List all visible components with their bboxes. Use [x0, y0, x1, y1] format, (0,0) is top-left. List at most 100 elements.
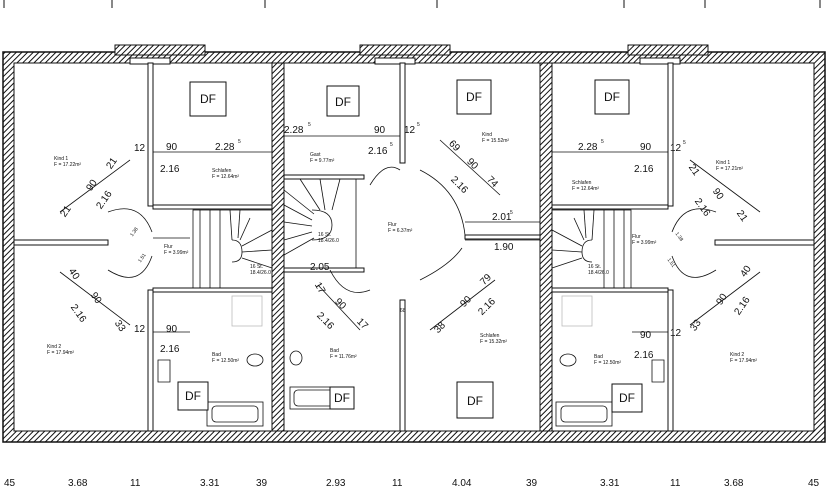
df-label: DF [185, 389, 201, 403]
df-box [594, 79, 630, 115]
room-labels: Kind 1 F = 17.22m² Kind 2 F = 17.94m² Sc… [47, 132, 757, 366]
bath-fixtures [157, 295, 665, 427]
bottom-dim: 3.68 [68, 478, 88, 488]
room-area: F = 6.37m² [388, 228, 413, 234]
df-label: DF [200, 92, 216, 106]
dimension-lines [59, 135, 761, 333]
room-name: Schlafen [572, 180, 592, 186]
room-area: F = 12.50m² [594, 360, 621, 366]
df-box [456, 381, 494, 419]
bottom-dim: 3.31 [200, 478, 220, 488]
stair-labels: 16 St. 18.4/26.0 16 St. 18.4/26.0 16 St.… [250, 232, 609, 276]
room-area: F = 17.21m² [716, 166, 743, 172]
df-label: DF [619, 391, 635, 405]
room-area: F = 15.52m² [482, 138, 509, 144]
df-skylights: DF DF DF DF DF DF DF DF [177, 79, 643, 419]
room-name: Kind [482, 132, 492, 138]
dim-label: 90 [166, 142, 178, 153]
dim-label: 12 [404, 125, 416, 136]
interior-walls [13, 62, 815, 432]
dim-label: 90 [640, 330, 652, 341]
room-area: F = 15.32m² [480, 339, 507, 345]
room-area: F = 17.94m² [47, 350, 74, 356]
df-box [611, 383, 643, 413]
df-label: DF [335, 95, 351, 109]
dim-label: 90 [166, 324, 178, 335]
dim-label: 90 [640, 142, 652, 153]
dim-label: 2.16 [634, 350, 654, 361]
df-label: DF [334, 391, 350, 405]
room-area: F = 12.64m² [572, 186, 599, 192]
stair-right-drawing [551, 209, 632, 289]
dim-label: 17 [312, 281, 327, 297]
dim-label: 2.05 [310, 262, 330, 273]
bottom-dim: 2.93 [326, 478, 346, 488]
room-name: Kind 1 [716, 160, 730, 166]
stair-ratio: 18.4/26.0 [318, 238, 339, 244]
dim-label: 1.38 [129, 226, 140, 238]
room-name: Flur [388, 222, 397, 228]
dim-label: 2.16 [368, 146, 388, 157]
bottom-dimension-chain: 45 3.68 11 3.31 39 2.93 11 4.04 39 3.31 … [4, 478, 820, 488]
top-dimension-ticks [3, 0, 821, 8]
df-label: DF [467, 394, 483, 408]
room-area: F = 17.94m² [730, 358, 757, 364]
dim-sup: 5 [510, 210, 513, 216]
room-area: F = 9.77m² [310, 158, 335, 164]
dim-label: 2.28 [215, 142, 235, 153]
df-box [326, 85, 360, 117]
bottom-dim: 3.31 [600, 478, 620, 488]
room-area: F = 12.50m² [212, 358, 239, 364]
room-name: Kind 2 [47, 344, 61, 350]
bottom-dim: 11 [130, 478, 141, 488]
room-name: Flur [632, 234, 641, 240]
dim-label: 2.16 [634, 164, 654, 175]
stair-left-drawing [192, 209, 273, 289]
dim-label: 2.28 [284, 125, 304, 136]
dim-label: 2.16 [160, 164, 180, 175]
bottom-dim: 45 [4, 478, 16, 488]
dim-sup: 5 [601, 139, 604, 145]
stair-steps: 16 St. [250, 264, 263, 270]
room-area: F = 12.64m² [212, 174, 239, 180]
stair-steps: 16 St. [318, 232, 331, 238]
dim-label: 2.16 [160, 344, 180, 355]
dim-label: 68 [400, 308, 406, 314]
room-name: Bad [594, 354, 603, 360]
outer-wall [2, 44, 826, 443]
room-name: Bad [212, 352, 221, 358]
df-label: DF [466, 90, 482, 104]
dim-label: 12 [134, 143, 146, 154]
dim-sup: 5 [308, 122, 311, 128]
stair-ratio: 18.4/26.0 [250, 270, 271, 276]
room-area: F = 3.99m² [164, 250, 189, 256]
room-name: Gast [310, 152, 321, 158]
df-box [456, 79, 492, 115]
dim-sup: 5 [683, 140, 686, 146]
bottom-dim: 3.68 [724, 478, 744, 488]
room-area: F = 3.99m² [632, 240, 657, 246]
dim-label: 2.01 [492, 212, 512, 223]
stair-ratio: 18.4/26.0 [588, 270, 609, 276]
df-label: DF [604, 90, 620, 104]
dim-label: 2.28 [578, 142, 598, 153]
room-name: Bad [330, 348, 339, 354]
dim-sup: 5 [238, 139, 241, 145]
room-name: Flur [164, 244, 173, 250]
dim-label: 12 [670, 143, 682, 154]
bottom-dim: 11 [392, 478, 403, 488]
room-area: F = 11.76m² [330, 354, 357, 360]
room-name: Schlafen [480, 333, 500, 339]
dim-sup: 5 [390, 142, 393, 148]
dim-label: 1.51 [137, 252, 148, 264]
dim-label: 12 [134, 324, 146, 335]
room-name: Kind 2 [730, 352, 744, 358]
df-box [177, 381, 209, 411]
dim-label: 1.90 [494, 242, 514, 253]
door-swings [107, 166, 717, 293]
dim-sup: 5 [417, 122, 420, 128]
bottom-dim: 39 [256, 478, 268, 488]
bottom-dim: 45 [808, 478, 820, 488]
room-name: Kind 1 [54, 156, 68, 162]
